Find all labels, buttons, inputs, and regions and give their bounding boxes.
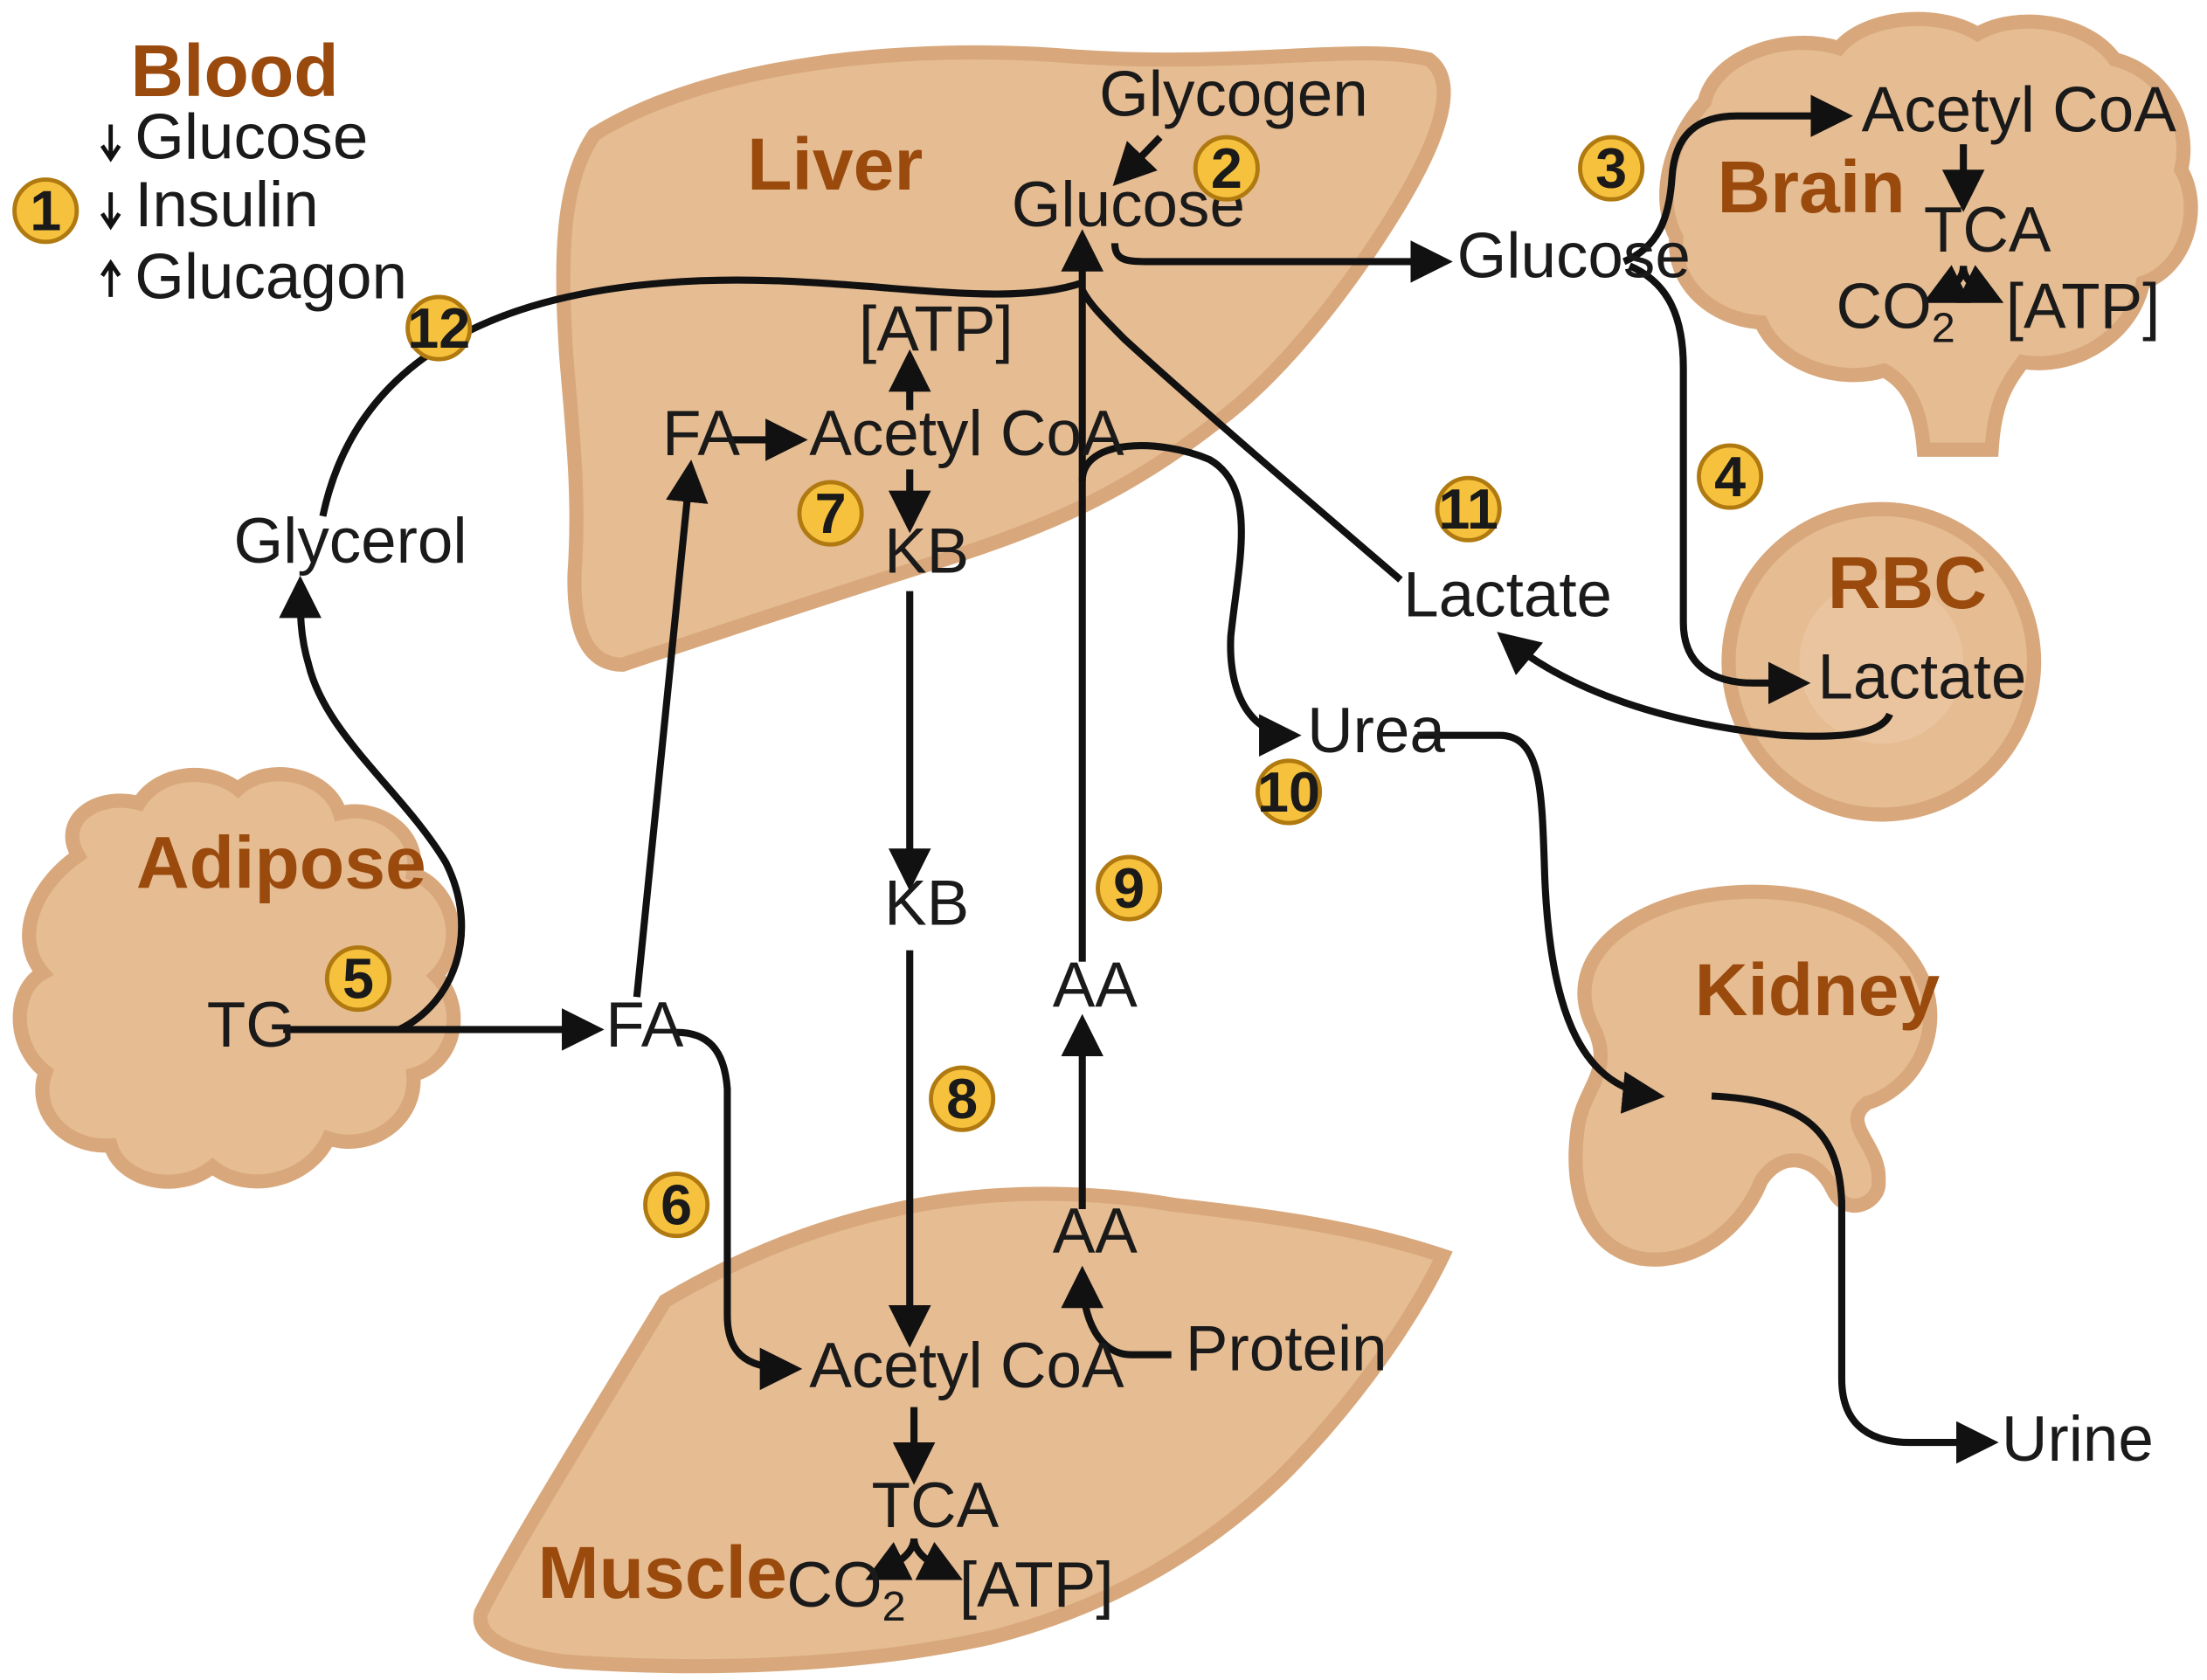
arrows bbox=[279, 94, 2004, 1580]
blood-legend: Blood Glucose Insulin Glucagon bbox=[100, 30, 407, 313]
arrow-glycerol-to-liver bbox=[319, 276, 1084, 517]
legend-title: Blood bbox=[130, 30, 338, 112]
liver-fa-label: FA bbox=[662, 398, 740, 469]
liver-kb-label: KB bbox=[884, 516, 969, 587]
urine-label: Urine bbox=[2002, 1404, 2154, 1475]
brain-atp-label: [ATP] bbox=[2006, 272, 2161, 342]
svg-text:2: 2 bbox=[1211, 136, 1242, 200]
arrow-urea-to-kidney bbox=[1417, 731, 1665, 1114]
muscle-tca-label: TCA bbox=[872, 1470, 1000, 1541]
svg-text:4: 4 bbox=[1714, 445, 1746, 508]
svg-text:Insulin: Insulin bbox=[135, 169, 319, 240]
brain-label: Brain bbox=[1718, 146, 1906, 228]
svg-text:6: 6 bbox=[661, 1173, 692, 1237]
arrow-tg-to-glycerol bbox=[279, 575, 466, 1034]
arrow-blood-fa-to-liver bbox=[633, 460, 709, 998]
brain-tca-label: TCA bbox=[1924, 195, 2051, 266]
blood-aa-label: AA bbox=[1053, 951, 1138, 1021]
arrow-protein-to-aa bbox=[1061, 1265, 1172, 1359]
blood-glucose-label: Glucose bbox=[1457, 220, 1691, 291]
kidney-label: Kidney bbox=[1695, 949, 1941, 1031]
protein-label: Protein bbox=[1186, 1314, 1387, 1385]
svg-text:Glucagon: Glucagon bbox=[135, 242, 407, 313]
up-arrow-icon bbox=[100, 259, 121, 297]
liver-acetyl-coa-label: Acetyl CoA bbox=[809, 398, 1124, 469]
step-badge-3: 3 bbox=[1578, 135, 1645, 202]
liver-label: Liver bbox=[747, 123, 923, 205]
step-badge-8: 8 bbox=[929, 1065, 996, 1132]
blood-fa-label: FA bbox=[605, 990, 683, 1061]
step-badge-4: 4 bbox=[1697, 443, 1764, 510]
brain-co2-label: CO2 bbox=[1836, 272, 1954, 352]
legend-item-glucose: Glucose bbox=[100, 101, 368, 172]
arrow-lactate-rbc-to-blood bbox=[1497, 632, 1893, 740]
rbc-label: RBC bbox=[1828, 542, 1987, 624]
urea-label: Urea bbox=[1307, 695, 1445, 766]
arrow-aa-to-urea bbox=[1078, 442, 1302, 757]
step-badge-11: 11 bbox=[1435, 475, 1502, 543]
brain-acetyl-coa-label: Acetyl CoA bbox=[1862, 75, 2177, 146]
step-badge-12: 12 bbox=[405, 294, 473, 362]
svg-text:8: 8 bbox=[946, 1067, 978, 1130]
step-badge-6: 6 bbox=[643, 1172, 710, 1239]
arrow-glucose-to-rbc bbox=[1628, 262, 1811, 705]
blood-lactate-label: Lactate bbox=[1403, 560, 1612, 631]
svg-text:10: 10 bbox=[1257, 760, 1320, 824]
muscle-co2-label: CO2 bbox=[786, 1550, 905, 1630]
arrow-brain-tca-atp bbox=[1955, 265, 2004, 303]
arrow-lactate-to-liver bbox=[1079, 287, 1403, 583]
arrow-liver-glucose-out bbox=[1110, 240, 1453, 283]
muscle-atp-label: [ATP] bbox=[959, 1550, 1114, 1621]
svg-text:9: 9 bbox=[1113, 856, 1145, 920]
arrow-fa-to-muscle bbox=[676, 1028, 803, 1391]
adipose-label: Adipose bbox=[136, 822, 426, 904]
svg-text:1: 1 bbox=[30, 179, 61, 243]
arrow-muscle-tca-atp bbox=[910, 1538, 963, 1580]
kidney-shape bbox=[1568, 884, 1938, 1267]
rbc-lactate-label: Lactate bbox=[1817, 642, 2026, 713]
step-badge-1: 1 bbox=[12, 177, 80, 245]
svg-text:5: 5 bbox=[342, 947, 374, 1011]
svg-text:12: 12 bbox=[407, 296, 470, 360]
adipose-shape bbox=[12, 767, 461, 1189]
down-arrow-icon bbox=[100, 124, 121, 162]
down-arrow-icon bbox=[100, 192, 121, 231]
glycogen-label: Glycogen bbox=[1099, 59, 1368, 130]
brain-shape bbox=[1659, 11, 2198, 457]
muscle-label: Muscle bbox=[538, 1531, 787, 1614]
step-badge-5: 5 bbox=[324, 945, 391, 1013]
svg-text:3: 3 bbox=[1595, 136, 1627, 200]
muscle-aa-label: AA bbox=[1053, 1196, 1138, 1267]
legend-item-glucagon: Glucagon bbox=[100, 242, 407, 313]
svg-text:7: 7 bbox=[815, 481, 847, 545]
tg-label: TG bbox=[207, 990, 295, 1061]
arrow-glucose-to-brain bbox=[1622, 94, 1853, 266]
arrow-glycogen-to-glucose bbox=[1112, 135, 1163, 187]
glycerol-label: Glycerol bbox=[234, 506, 467, 577]
muscle-acetyl-coa-label: Acetyl CoA bbox=[809, 1331, 1124, 1401]
liver-atp-label: [ATP] bbox=[859, 294, 1014, 364]
svg-text:Glucose: Glucose bbox=[135, 101, 368, 172]
arrow-kidney-to-urine bbox=[1711, 1092, 1999, 1464]
step-badge-2: 2 bbox=[1193, 135, 1260, 202]
step-badge-10: 10 bbox=[1256, 758, 1323, 826]
muscle-shape bbox=[473, 1186, 1453, 1674]
step-badge-9: 9 bbox=[1096, 854, 1163, 922]
blood-kb-label: KB bbox=[884, 868, 969, 939]
step-badge-7: 7 bbox=[797, 480, 864, 547]
liver-shape bbox=[556, 45, 1451, 672]
legend-item-insulin: Insulin bbox=[100, 169, 319, 240]
svg-text:11: 11 bbox=[1438, 477, 1498, 541]
